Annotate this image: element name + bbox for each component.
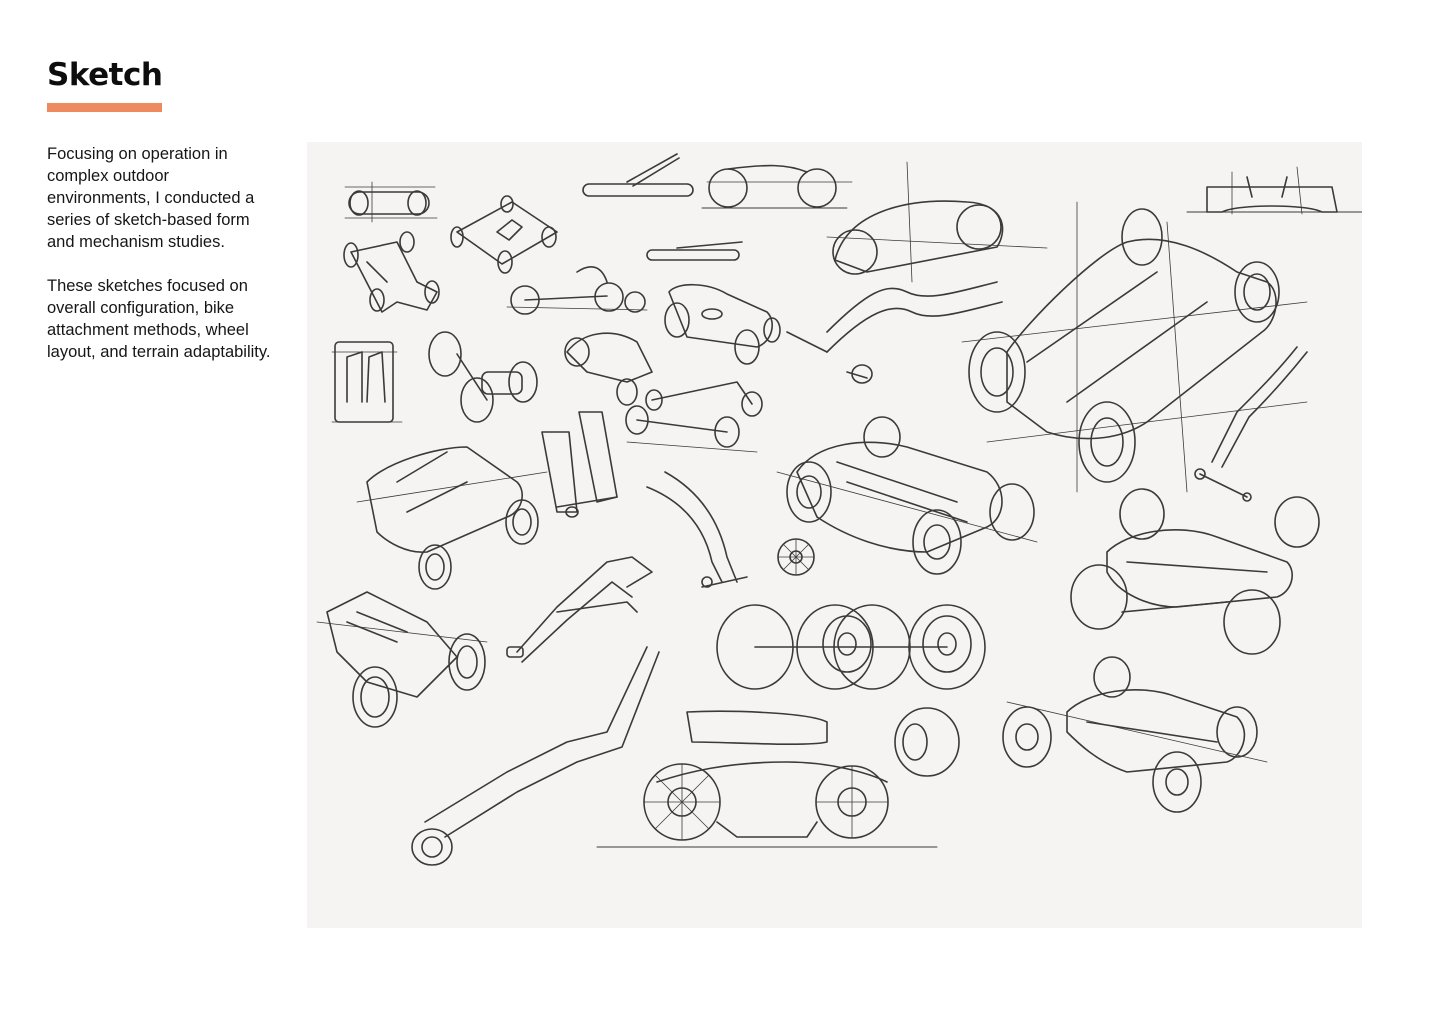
description-paragraph-1: Focusing on operation in complex outdoor…: [47, 145, 255, 251]
sketch-sheet: [307, 142, 1362, 928]
sketch-y-frame: [343, 231, 440, 313]
sketch-four-wheel-right: [1070, 488, 1320, 655]
sketch-bar-top: [582, 153, 694, 197]
sketch-donut-wheel: [894, 707, 960, 777]
sketch-panel-left: [331, 341, 403, 423]
title-underline: [47, 103, 162, 112]
sketch-image: [307, 142, 1362, 928]
sketch-vehicle-lower-left: [316, 591, 488, 728]
page-title: Sketch: [47, 57, 163, 93]
sketch-bent-handle-1: [786, 281, 1003, 384]
sketch-wheel-frame: [625, 381, 763, 453]
sketch-bent-handle-2: [646, 471, 748, 588]
sketch-platform-1: [450, 195, 558, 274]
sketch-wheel-set: [716, 604, 986, 690]
sketch-spoked-car: [596, 710, 938, 848]
sketch-axle-small: [344, 181, 438, 223]
sketch-wheeled-bike: [506, 266, 648, 315]
sketch-background: [307, 142, 1362, 928]
description: Focusing on operation in complex outdoor…: [47, 143, 272, 385]
sketch-long-handle-right: [1194, 346, 1308, 502]
sketch-spoked-wheel-small: [777, 538, 815, 576]
sketch-frame-top-right: [1186, 166, 1362, 215]
sketch-small-vehicle: [564, 332, 653, 406]
sketch-vehicle-left-mid: [356, 446, 548, 590]
sketch-angled-arm: [506, 556, 653, 663]
sketch-bar-mid: [646, 241, 743, 261]
sketch-long-handle-bottom: [411, 646, 660, 866]
sketch-side-view-small: [701, 164, 853, 209]
sketch-spools: [428, 331, 538, 423]
sketch-large-perspective-vehicle: [961, 201, 1308, 493]
sketch-car-outline: [826, 161, 1048, 283]
description-paragraph-2: These sketches focused on overall config…: [47, 277, 271, 361]
sketch-rounded-car: [664, 283, 781, 365]
sketch-four-wheel-bottom-right: [1002, 656, 1268, 813]
sketch-u-frame: [541, 411, 618, 518]
sketch-center-car: [776, 416, 1038, 575]
